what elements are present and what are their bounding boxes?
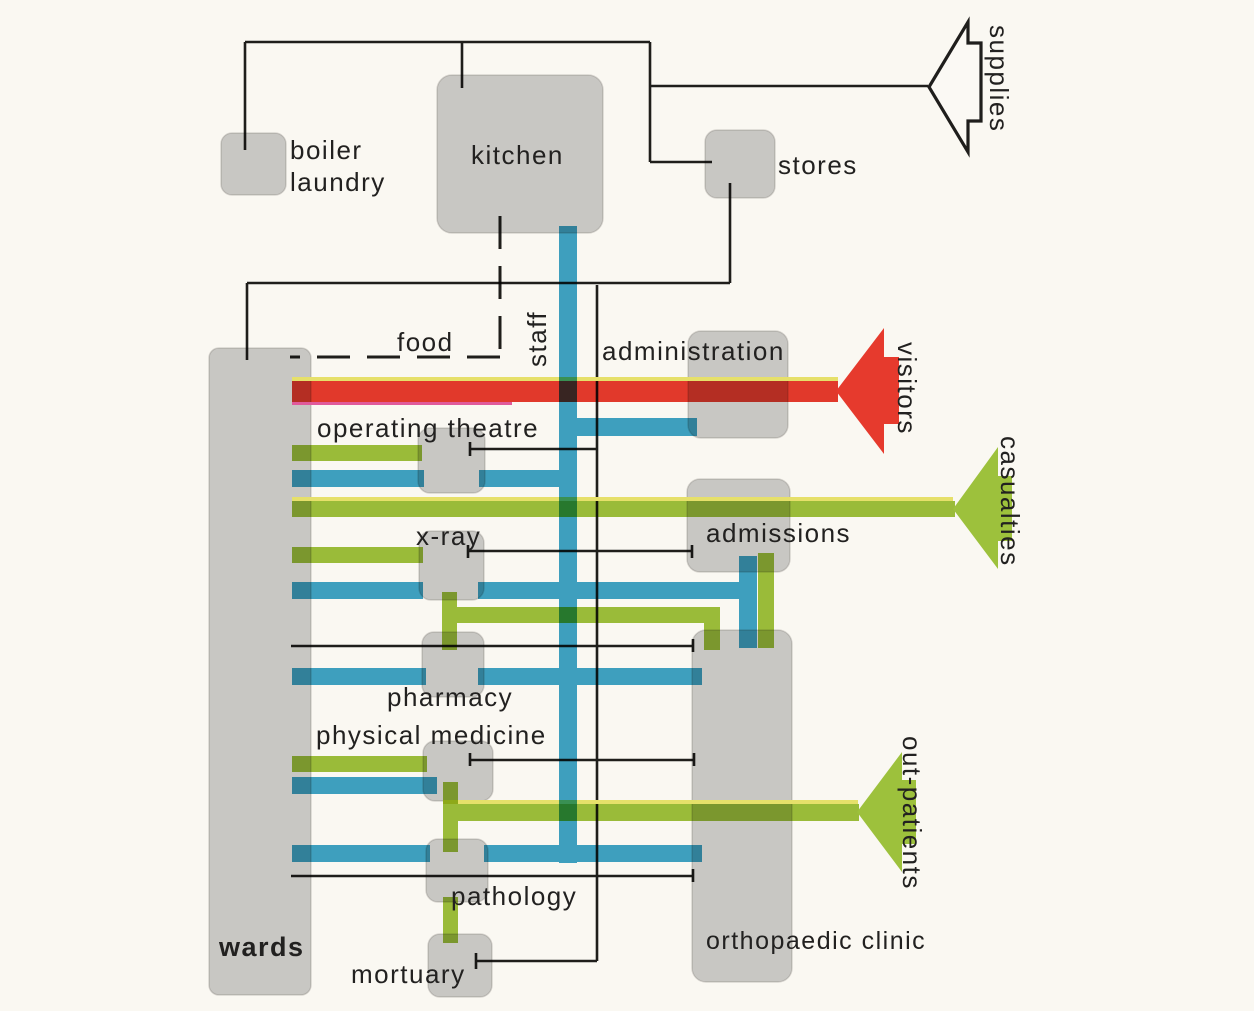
out-patients-line (443, 804, 859, 821)
label-laundry: laundry (290, 167, 386, 197)
label-admissions: admissions (706, 518, 852, 548)
physmed-ortho-line (468, 753, 696, 766)
box-kitchen (436, 74, 604, 234)
label-x-ray: x-ray (416, 521, 482, 551)
label-administration: administration (602, 336, 785, 366)
food-line (290, 216, 502, 359)
visitor-route (292, 381, 838, 402)
casualties-arrow (953, 447, 1012, 569)
wards-ortho-line (291, 639, 695, 652)
flow-arrows (836, 16, 1012, 872)
label-mortuary: mortuary (351, 959, 466, 989)
label-orthopaedic-clinic: orthopaedic clinic (706, 927, 927, 955)
label-pathology: pathology (451, 881, 578, 911)
visitors-arrow (836, 328, 899, 454)
label-staff: staff (522, 310, 552, 367)
label-pharmacy: pharmacy (387, 682, 514, 712)
patients-pathology-mortuary-vertical (443, 897, 458, 943)
patients-wards-physmed (292, 756, 427, 772)
box-mortuary (427, 933, 493, 998)
label-physical-medicine: physical medicine (316, 720, 547, 750)
pathology-ortho-line (291, 869, 695, 882)
label-supplies: supplies (984, 25, 1014, 133)
staff-wards-pathology (292, 845, 430, 862)
out-patients-arrow (857, 752, 916, 872)
patient-routes (292, 445, 955, 943)
staff-admissions-ortho-vertical (739, 556, 757, 648)
staff-wards-pharmacy (292, 668, 426, 685)
supplies-arrow (927, 16, 983, 158)
yellow-fringe (443, 800, 858, 804)
label-visitors: visitors (892, 342, 922, 435)
label-out-patients: out-patients (897, 736, 927, 890)
patients-wards-xray (292, 547, 423, 563)
magenta-fringe (292, 402, 512, 405)
staff-pharmacy-ortho (478, 668, 702, 685)
label-operating-theatre: operating theatre (317, 413, 540, 443)
label-boiler-laundry: boiler laundry (290, 134, 386, 198)
staff-optheatre-main (479, 470, 577, 487)
xray-admissions-line (466, 545, 694, 558)
operating-theatre-line (468, 442, 597, 456)
staff-xray-admissions (478, 582, 757, 599)
label-kitchen: kitchen (471, 140, 564, 170)
label-wards: wards (219, 932, 305, 962)
patients-xray-ortho (442, 607, 720, 623)
label-casualties: casualties (995, 436, 1025, 567)
staff-wards-optheatre (292, 470, 424, 487)
staff-wards-xray (292, 582, 423, 599)
mortuary-connector-line (474, 953, 597, 969)
yellow-fringe (292, 497, 953, 501)
staff-administration-branch (559, 418, 697, 436)
staff-wards-physmed (292, 777, 437, 794)
label-stores: stores (778, 150, 858, 180)
label-food: food (397, 327, 454, 357)
staff-pathology-ortho (484, 845, 702, 862)
visitors-line (292, 381, 838, 402)
patients-admissions-ortho-vertical (758, 553, 774, 648)
casualties-line (292, 501, 955, 517)
patients-ortho-drop (704, 612, 720, 650)
label-boiler: boiler (290, 135, 363, 165)
box-stores (704, 129, 776, 199)
box-boiler-laundry (220, 132, 287, 196)
patients-wards-optheatre (292, 445, 422, 461)
staff-main-vertical (559, 226, 577, 863)
